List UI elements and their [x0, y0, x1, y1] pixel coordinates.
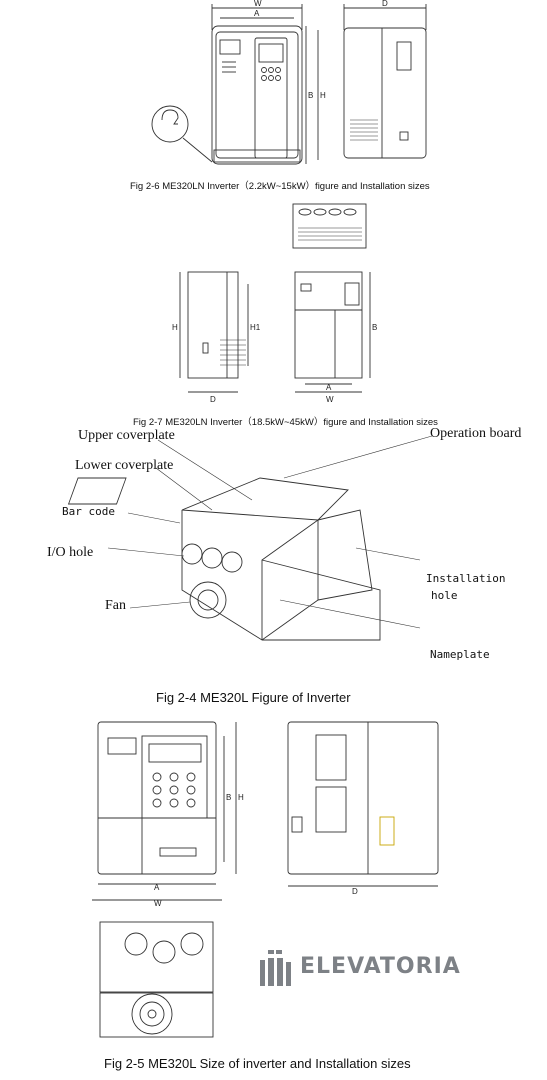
dim-fig26-a: A: [254, 9, 260, 18]
fig27-top-view: [292, 203, 367, 249]
callout-installation-hole-line1: Installation: [426, 572, 506, 585]
fig27-front-view: [294, 271, 371, 393]
dim-fig26-h: H: [320, 91, 326, 100]
fig26-front-view: [151, 4, 319, 165]
dim-fig25-a: A: [154, 883, 160, 892]
callout-upper-coverplate: Upper coverplate: [78, 428, 175, 443]
dim-fig26-w: W: [254, 0, 262, 8]
dim-fig27-a: A: [326, 383, 332, 392]
callout-bar-code: Bar code: [62, 505, 115, 518]
dim-fig27-w: W: [326, 395, 334, 404]
callout-installation-hole-line2: hole: [431, 589, 458, 602]
brand-watermark: ELEVATORIA: [254, 944, 486, 994]
dim-fig25-w: W: [154, 899, 162, 908]
dim-fig27-b: B: [372, 323, 377, 332]
callout-nameplate: Nameplate: [430, 648, 490, 661]
dim-fig25-b: B: [226, 793, 231, 802]
callout-fan: Fan: [105, 598, 126, 613]
fig25-front-view: [92, 721, 237, 901]
callout-operation-board: Operation board: [430, 426, 522, 441]
brand-name: ELEVATORIA: [300, 954, 461, 979]
dim-fig26-d: D: [382, 0, 388, 8]
fig25-side-view: [287, 721, 439, 887]
building-icon: [260, 950, 291, 986]
callout-lower-coverplate: Lower coverplate: [75, 458, 174, 473]
fig25-bottom-view: [99, 921, 214, 1038]
caption-fig-2-5: Fig 2-5 ME320L Size of inverter and Inst…: [104, 1056, 411, 1071]
dim-fig27-d: D: [210, 395, 216, 404]
dim-fig27-h: H: [172, 323, 178, 332]
dim-fig26-b: B: [308, 91, 313, 100]
fig27-side-view: [179, 271, 249, 393]
dim-fig25-d: D: [352, 887, 358, 896]
caption-fig-2-4: Fig 2-4 ME320L Figure of Inverter: [156, 690, 351, 705]
caption-fig-2-6: Fig 2-6 ME320LN Inverter（2.2kW~15kW）figu…: [130, 181, 430, 192]
dim-fig25-h: H: [238, 793, 244, 802]
caption-fig-2-7: Fig 2-7 ME320LN Inverter（18.5kW~45kW）fig…: [133, 417, 438, 428]
fig26-side-view: [343, 4, 427, 159]
fig24-isometric-view: [67, 435, 433, 641]
callout-io-hole: I/O hole: [47, 545, 94, 560]
dim-fig27-h1: H1: [250, 323, 261, 332]
